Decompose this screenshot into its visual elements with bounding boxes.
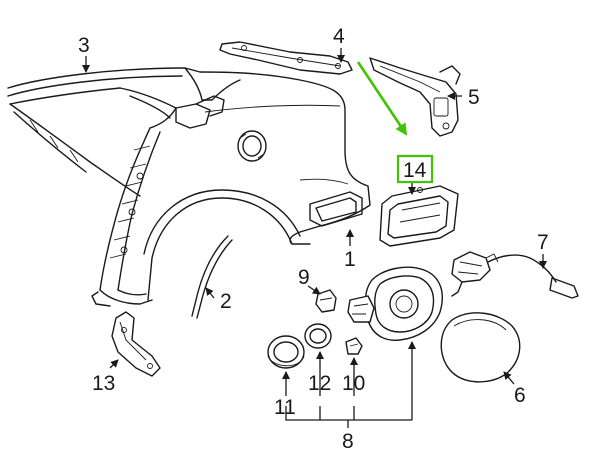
callout-14: 14 [403,159,427,182]
callout-11: 11 [274,396,296,419]
callout-9: 9 [298,266,310,289]
callout-13: 13 [92,372,115,395]
lower-bracket-part-13 [111,311,161,377]
inner-structure-part-3 [9,87,225,307]
arch-molding-part-2 [191,235,233,319]
highlight-callout-14: 14 [396,154,434,184]
callout-10: 10 [342,372,365,395]
callout-7: 7 [537,231,549,254]
seal-ring-part-11 [267,335,305,369]
release-cable-part-7 [451,251,579,299]
upper-bracket-part-4 [219,41,353,75]
callout-2: 2 [220,290,232,313]
callout-3: 3 [78,34,90,57]
callout-6: 6 [514,384,526,407]
callout-4: 4 [333,25,345,48]
callout-5: 5 [468,86,480,109]
filler-pocket-part-8 [347,266,443,341]
callout-12: 12 [308,372,331,395]
fuel-housing-part-14 [379,185,459,247]
callout-labels: 1 2 3 4 5 6 7 8 9 10 11 12 13 [78,25,549,453]
clip-part-9 [315,289,337,313]
callout-1: 1 [344,248,356,271]
quarter-panel-part-1 [7,67,371,301]
fastener-part-10 [345,337,363,355]
callout-8: 8 [342,430,354,453]
hinge-bracket-part-5 [369,57,461,137]
leader-lines [82,48,547,428]
fuel-door-part-6 [440,312,521,383]
highlight-box [396,154,434,184]
highlight-arrow [356,61,408,136]
grommet-part-12 [304,323,332,349]
